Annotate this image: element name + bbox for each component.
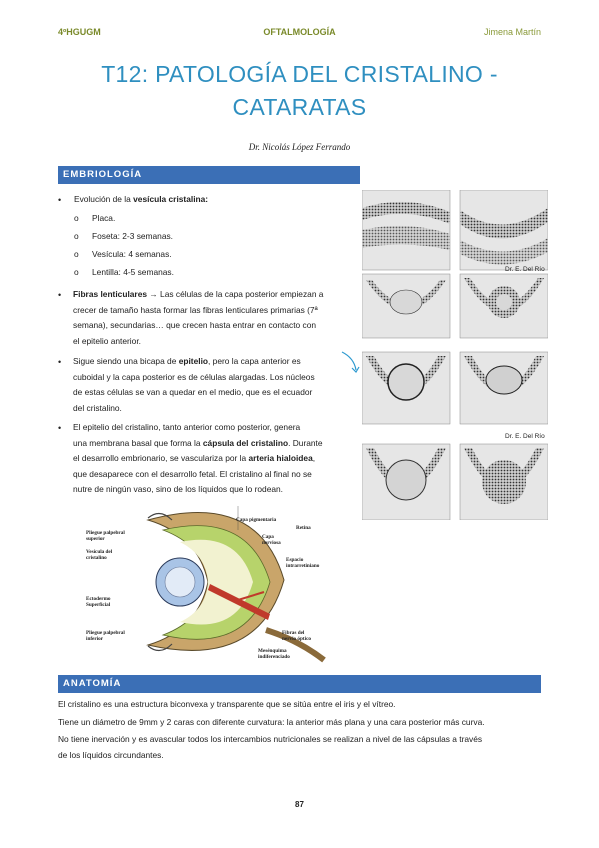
header-center: OFTALMOLOGÍA bbox=[263, 27, 336, 37]
bullet-3-text: Sigue siendo una bicapa de epitelio, per… bbox=[73, 356, 315, 413]
histology-panels bbox=[361, 189, 549, 521]
section-heading-anatomia: ANATOMÍA bbox=[58, 675, 541, 693]
title-line-1: T12: PATOLOGÍA DEL CRISTALINO - bbox=[101, 61, 498, 87]
page-number: 87 bbox=[295, 800, 304, 809]
page-title: T12: PATOLOGÍA DEL CRISTALINO - CATARATA… bbox=[60, 58, 539, 124]
diagram-label: Retina bbox=[296, 525, 311, 531]
embryology-figure bbox=[361, 189, 549, 521]
eye-diagram-drawing bbox=[146, 506, 326, 663]
bullet-dot: • bbox=[58, 290, 62, 300]
image-credit: Dr. E. Del Río bbox=[505, 266, 545, 273]
bullet-1-text: Evolución de la vesícula cristalina: bbox=[74, 194, 209, 204]
image-credit: Dr. E. Del Río bbox=[505, 433, 545, 440]
title-line-2: CATARATAS bbox=[232, 94, 367, 120]
bullet-dot: • bbox=[58, 357, 62, 367]
bullet-dot: • bbox=[58, 195, 62, 205]
section-heading-embriologia: EMBRIOLOGÍA bbox=[58, 166, 360, 184]
bullet-4-text: El epitelio del cristalino, tanto anteri… bbox=[73, 422, 323, 494]
diagram-label: Capa pigmentaria bbox=[236, 517, 277, 523]
anatomia-text: El cristalino es una estructura biconvex… bbox=[58, 699, 485, 760]
bullet-dot: • bbox=[58, 423, 62, 433]
header-right: Jimena Martín bbox=[483, 27, 541, 37]
bullet-2-text: Fibras lenticulares → Las células de la … bbox=[73, 289, 324, 346]
arrow-icon bbox=[341, 351, 360, 373]
header-left: 4ºHGUGM bbox=[58, 27, 101, 37]
author: Dr. Nicolás López Ferrando bbox=[248, 142, 351, 152]
eye-diagram bbox=[88, 500, 328, 665]
